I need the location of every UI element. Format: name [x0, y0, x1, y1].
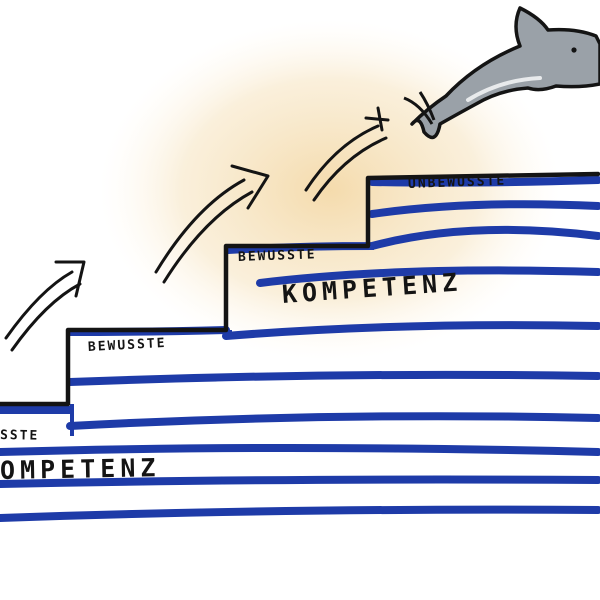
curved-up-arrow-icon — [304, 106, 390, 202]
curved-up-arrow-icon — [154, 164, 270, 284]
stripe-7 — [66, 370, 600, 386]
curved-up-arrow-icon — [4, 260, 86, 352]
stripe-12 — [0, 505, 600, 522]
curved-up-arrows — [4, 106, 390, 352]
dolphin-icon — [403, 6, 600, 140]
staircase-riser-shadow — [70, 246, 374, 436]
staircase-outline — [0, 171, 600, 407]
stripe-6 — [222, 321, 600, 340]
blue-stripes — [0, 176, 600, 522]
stripe-10 — [0, 444, 600, 456]
label-step1-partial: SSTE — [0, 428, 40, 444]
stripe-2 — [368, 200, 600, 218]
stripe-9 — [66, 412, 600, 430]
stripe-11 — [0, 475, 600, 488]
stripe-1 — [368, 176, 600, 187]
label-kompetenz-lower-partial: OMPETENZ — [0, 453, 161, 485]
label-step3: BEWUSSTE — [237, 247, 317, 265]
stripe-4 — [256, 266, 600, 287]
